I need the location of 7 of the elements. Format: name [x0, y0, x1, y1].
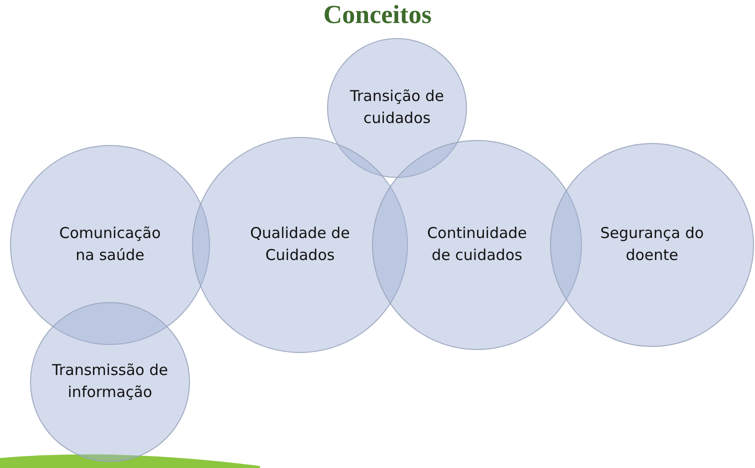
circle-label: Transmissão de informação	[51, 360, 169, 403]
title: Conceitos	[323, 0, 432, 30]
circle-label: Qualidade de Cuidados	[249, 223, 351, 266]
circle-label: Continuidade de cuidados	[426, 223, 528, 266]
circle-label: Comunicação na saúde	[58, 223, 162, 266]
circle-label: Transição de cuidados	[349, 86, 445, 129]
circle-label: Segurança do doente	[599, 223, 705, 266]
